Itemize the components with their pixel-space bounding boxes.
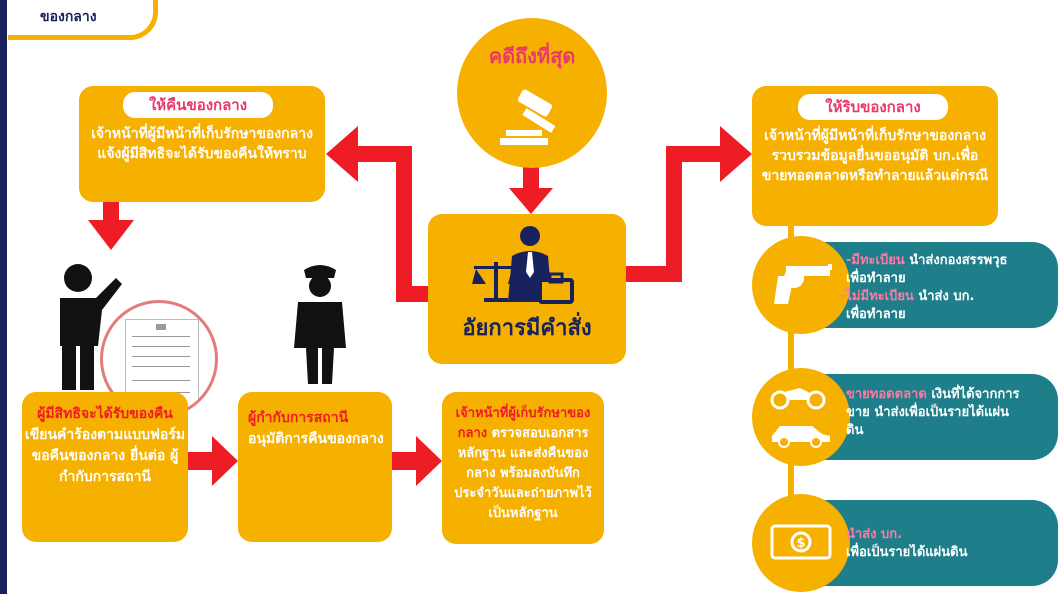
car-icon bbox=[772, 426, 830, 448]
step-claimant-highlight: ผู้มีสิทธิจะได้รับของคืน bbox=[37, 406, 173, 422]
step-custodian-box bbox=[442, 392, 604, 544]
left-edge-strip bbox=[0, 0, 7, 594]
return-evidence-title: ให้คืนของกลาง bbox=[123, 92, 273, 118]
vehicle-line-3: ดิน bbox=[846, 423, 864, 438]
police-officer-icon bbox=[294, 265, 346, 384]
vehicle-circle bbox=[752, 368, 850, 466]
money-line-1: นำส่ง บก. bbox=[846, 527, 903, 542]
step-custodian-highlight: เจ้าหน้าที่ผู้เก็บรักษาของกลาง bbox=[455, 406, 591, 441]
step-custodian-text: เจ้าหน้าที่ผู้เก็บรักษาของกลาง ตรวจสอบเอ… bbox=[448, 404, 598, 524]
step-custodian-body: ตรวจสอบเอกสารหลักฐาน และส่งคืนของกลาง พร… bbox=[454, 426, 592, 521]
forfeit-evidence-title: ให้ริบของกลาง bbox=[798, 94, 948, 120]
vehicle-line-2: ขาย นำส่งเพื่อเป็นรายได้แผ่น bbox=[846, 405, 1009, 420]
prosecutor-order-label: อัยการมีคำสั่ง bbox=[462, 316, 592, 341]
svg-text:$: $ bbox=[796, 536, 805, 551]
final-case-label: คดีถึงที่สุด bbox=[488, 44, 576, 68]
banknote-icon: $ bbox=[770, 524, 832, 560]
header-tab bbox=[8, 0, 158, 40]
gavel-icon bbox=[500, 89, 556, 145]
header-tab-label: ของกลาง bbox=[40, 9, 97, 25]
weapon-line-2: เพื่อทำลาย bbox=[846, 271, 906, 286]
money-line-2: เพื่อเป็นรายได้แผ่นดิน bbox=[846, 545, 968, 560]
weapon-line-3: -ไม่มีทะเบียน นำส่ง บก. bbox=[840, 289, 975, 304]
step-claimant-box bbox=[22, 392, 188, 542]
motorcycle-icon bbox=[770, 388, 826, 410]
step-superintendent-text: ผู้กำกับการสถานี อนุมัติการคืนของกลาง bbox=[248, 408, 386, 450]
forfeit-evidence-text: เจ้าหน้าที่ผู้มีหน้าที่เก็บรักษาของกลางร… bbox=[761, 128, 989, 184]
step-superintendent-body: อนุมัติการคืนของกลาง bbox=[248, 431, 384, 447]
step-claimant-text: ผู้มีสิทธิจะได้รับของคืน เขียนคำร้องตามแ… bbox=[24, 404, 186, 488]
weapon-line-4: เพื่อทำลาย bbox=[846, 307, 906, 322]
person-icon bbox=[60, 264, 122, 390]
step-superintendent-highlight: ผู้กำกับการสถานี bbox=[248, 410, 349, 426]
return-evidence-text: เจ้าหน้าที่ผู้มีหน้าที่เก็บรักษาของกลางแ… bbox=[91, 126, 313, 162]
step-claimant-body: เขียนคำร้องตามแบบฟอร์มขอคืนของกลาง ยื่นต… bbox=[24, 427, 186, 485]
prosecutor-icon bbox=[472, 226, 574, 304]
vehicle-line-1: ขายทอดตลาด เงินที่ได้จากการ bbox=[846, 387, 1020, 402]
money-circle bbox=[752, 494, 850, 592]
weapon-line-1: -มีทะเบียน นำส่งกองสรรพวุธ bbox=[846, 253, 1008, 268]
step-superintendent-box bbox=[238, 392, 392, 542]
revolver-icon bbox=[774, 264, 832, 304]
